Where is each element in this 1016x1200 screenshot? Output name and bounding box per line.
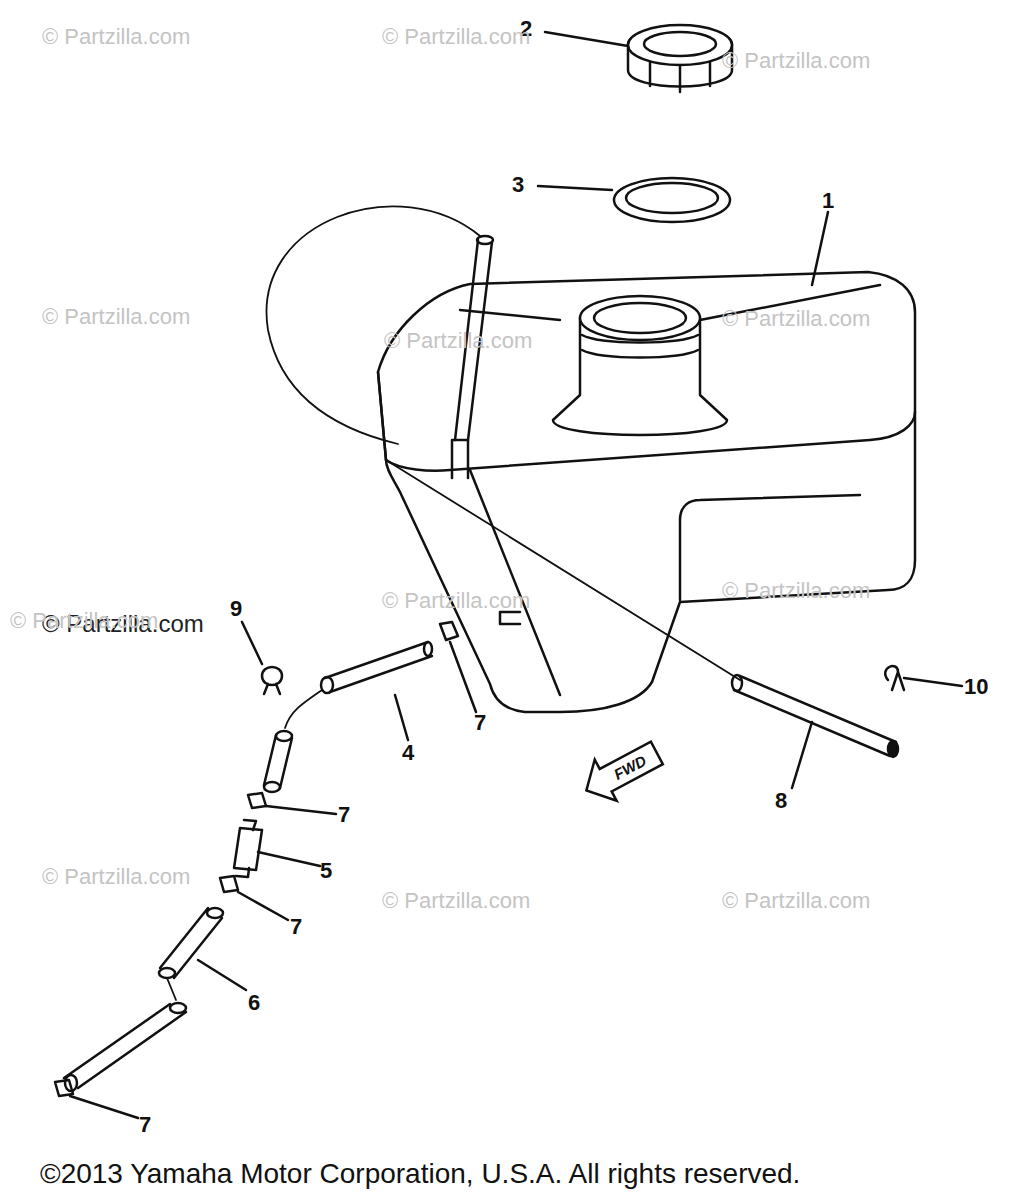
leader-line [904, 678, 962, 686]
callout-number: 5 [320, 860, 332, 882]
callout-number: 3 [512, 174, 524, 196]
hose-clamp [55, 622, 904, 1096]
callout-number: 8 [775, 790, 787, 812]
callout-number: 7 [290, 916, 302, 938]
watermark: © Partzilla.com [384, 330, 532, 352]
watermark: © Partzilla.com [722, 890, 870, 912]
callout-number: 9 [230, 598, 242, 620]
watermark: © Partzilla.com [722, 50, 870, 72]
fuel-hose [64, 908, 223, 1091]
watermark: © Partzilla.com [382, 26, 530, 48]
leader-line [258, 852, 320, 866]
leader-line [538, 186, 612, 190]
leader-line [812, 212, 828, 285]
callout-number: 4 [402, 742, 414, 764]
callout-number: 6 [248, 992, 260, 1014]
watermark: © Partzilla.com [382, 590, 530, 612]
fuel-filter [234, 820, 262, 877]
gasket [614, 178, 730, 222]
callout-number: 7 [474, 712, 486, 734]
watermark: © Partzilla.com [382, 890, 530, 912]
overflow-hose [732, 675, 898, 757]
watermark: © Partzilla.com [10, 610, 158, 632]
watermark: © Partzilla.com [722, 308, 870, 330]
copyright-caption: ©2013 Yamaha Motor Corporation, U.S.A. A… [40, 1160, 800, 1188]
leader-line [545, 32, 628, 46]
direction-arrow: FWD [572, 728, 671, 814]
fuel-hose [264, 642, 432, 792]
leader-line [792, 722, 812, 788]
leader-line [242, 622, 262, 664]
fuel-tank [267, 206, 915, 712]
leader-line [395, 695, 408, 740]
callout-number: 1 [822, 190, 834, 212]
leader-line [266, 806, 336, 814]
leader-line [450, 642, 476, 712]
fuel-cap [628, 25, 732, 92]
leader-line [198, 960, 246, 990]
callout-number: 10 [964, 676, 988, 698]
watermark: © Partzilla.com [42, 26, 190, 48]
callout-number: 7 [338, 804, 350, 826]
watermark: © Partzilla.com [722, 580, 870, 602]
callout-number: 7 [139, 1114, 151, 1136]
leader-line [238, 892, 288, 920]
watermark: © Partzilla.com [42, 306, 190, 328]
watermark: © Partzilla.com [42, 866, 190, 888]
leader-line [70, 1096, 138, 1118]
